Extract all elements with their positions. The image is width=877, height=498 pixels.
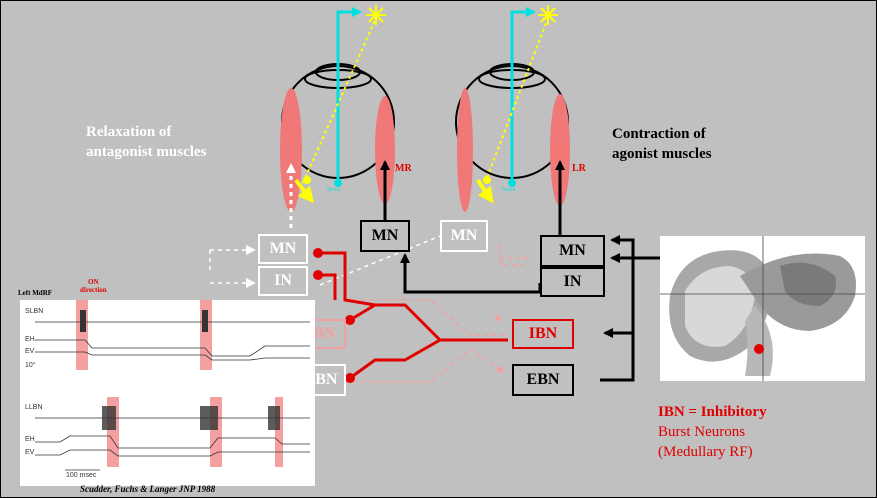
fovea-label-right: fovea — [502, 187, 516, 193]
fovea-label-left: fovea — [327, 187, 341, 193]
trace-on-label: ON — [88, 278, 99, 286]
left-eye-medial-muscle — [375, 96, 395, 204]
trace-scale-bar-label: 100 msec — [66, 472, 97, 479]
ibn-box: IBN — [512, 319, 574, 349]
trace-on-direction: ON direction — [80, 278, 107, 294]
legend-line1: IBN = Inhibitory — [658, 404, 767, 420]
recording-trace-panel: SLBN EH EV 10° LLBN EH EV 100 msec — [20, 300, 315, 486]
right-eye-medial-muscle — [457, 88, 473, 212]
trace-label-llbn: LLBN — [25, 404, 43, 411]
heading-relaxation-line2: antagonist muscles — [86, 144, 207, 160]
mn-box-black-center: MN — [360, 220, 410, 252]
recording-traces — [35, 300, 310, 471]
muscle-label-mr: MR — [395, 163, 412, 174]
mn-box-white-center: MN — [440, 220, 488, 252]
trace-label-ev: EV — [25, 348, 35, 355]
mn-box-white-left: MN — [258, 234, 308, 264]
in-box-black-right: IN — [540, 267, 605, 297]
ibn-legend: IBN = Inhibitory Burst Neurons (Medullar… — [658, 402, 767, 462]
heading-contraction-line2: agonist muscles — [612, 146, 712, 162]
trace-label-ev-2: EV — [25, 449, 35, 456]
trace-label-10deg: 10° — [25, 362, 36, 369]
brain-section-drawing — [660, 236, 865, 381]
legend-line3: (Medullary RF) — [658, 444, 753, 460]
heading-contraction-line1: Contraction of — [612, 126, 706, 142]
trace-header-left-mdrf: Left MdRF — [18, 289, 53, 297]
trace-label-eh: EH — [25, 336, 35, 343]
legend-line2: Burst Neurons — [658, 424, 746, 440]
ebn-box: EBN — [512, 364, 574, 396]
trace-label-eh-2: EH — [25, 436, 35, 443]
trace-direction-label: direction — [80, 286, 107, 294]
mn-box-black-right: MN — [540, 235, 605, 267]
right-eye-lateral-muscle — [550, 94, 570, 206]
muscle-label-lr: LR — [572, 163, 586, 174]
trace-citation: Scudder, Fuchs & Langer JNP 1988 — [80, 484, 216, 494]
left-eye — [280, 5, 395, 228]
in-box-white-left: IN — [258, 266, 308, 296]
right-eye — [455, 5, 570, 235]
heading-relaxation-line1: Relaxation of — [86, 124, 172, 140]
brain-section-image — [660, 236, 865, 381]
heading-contraction: Contraction of agonist muscles — [612, 124, 712, 164]
heading-relaxation: Relaxation of antagonist muscles — [86, 122, 206, 162]
trace-label-slbn: SLBN — [25, 308, 44, 315]
